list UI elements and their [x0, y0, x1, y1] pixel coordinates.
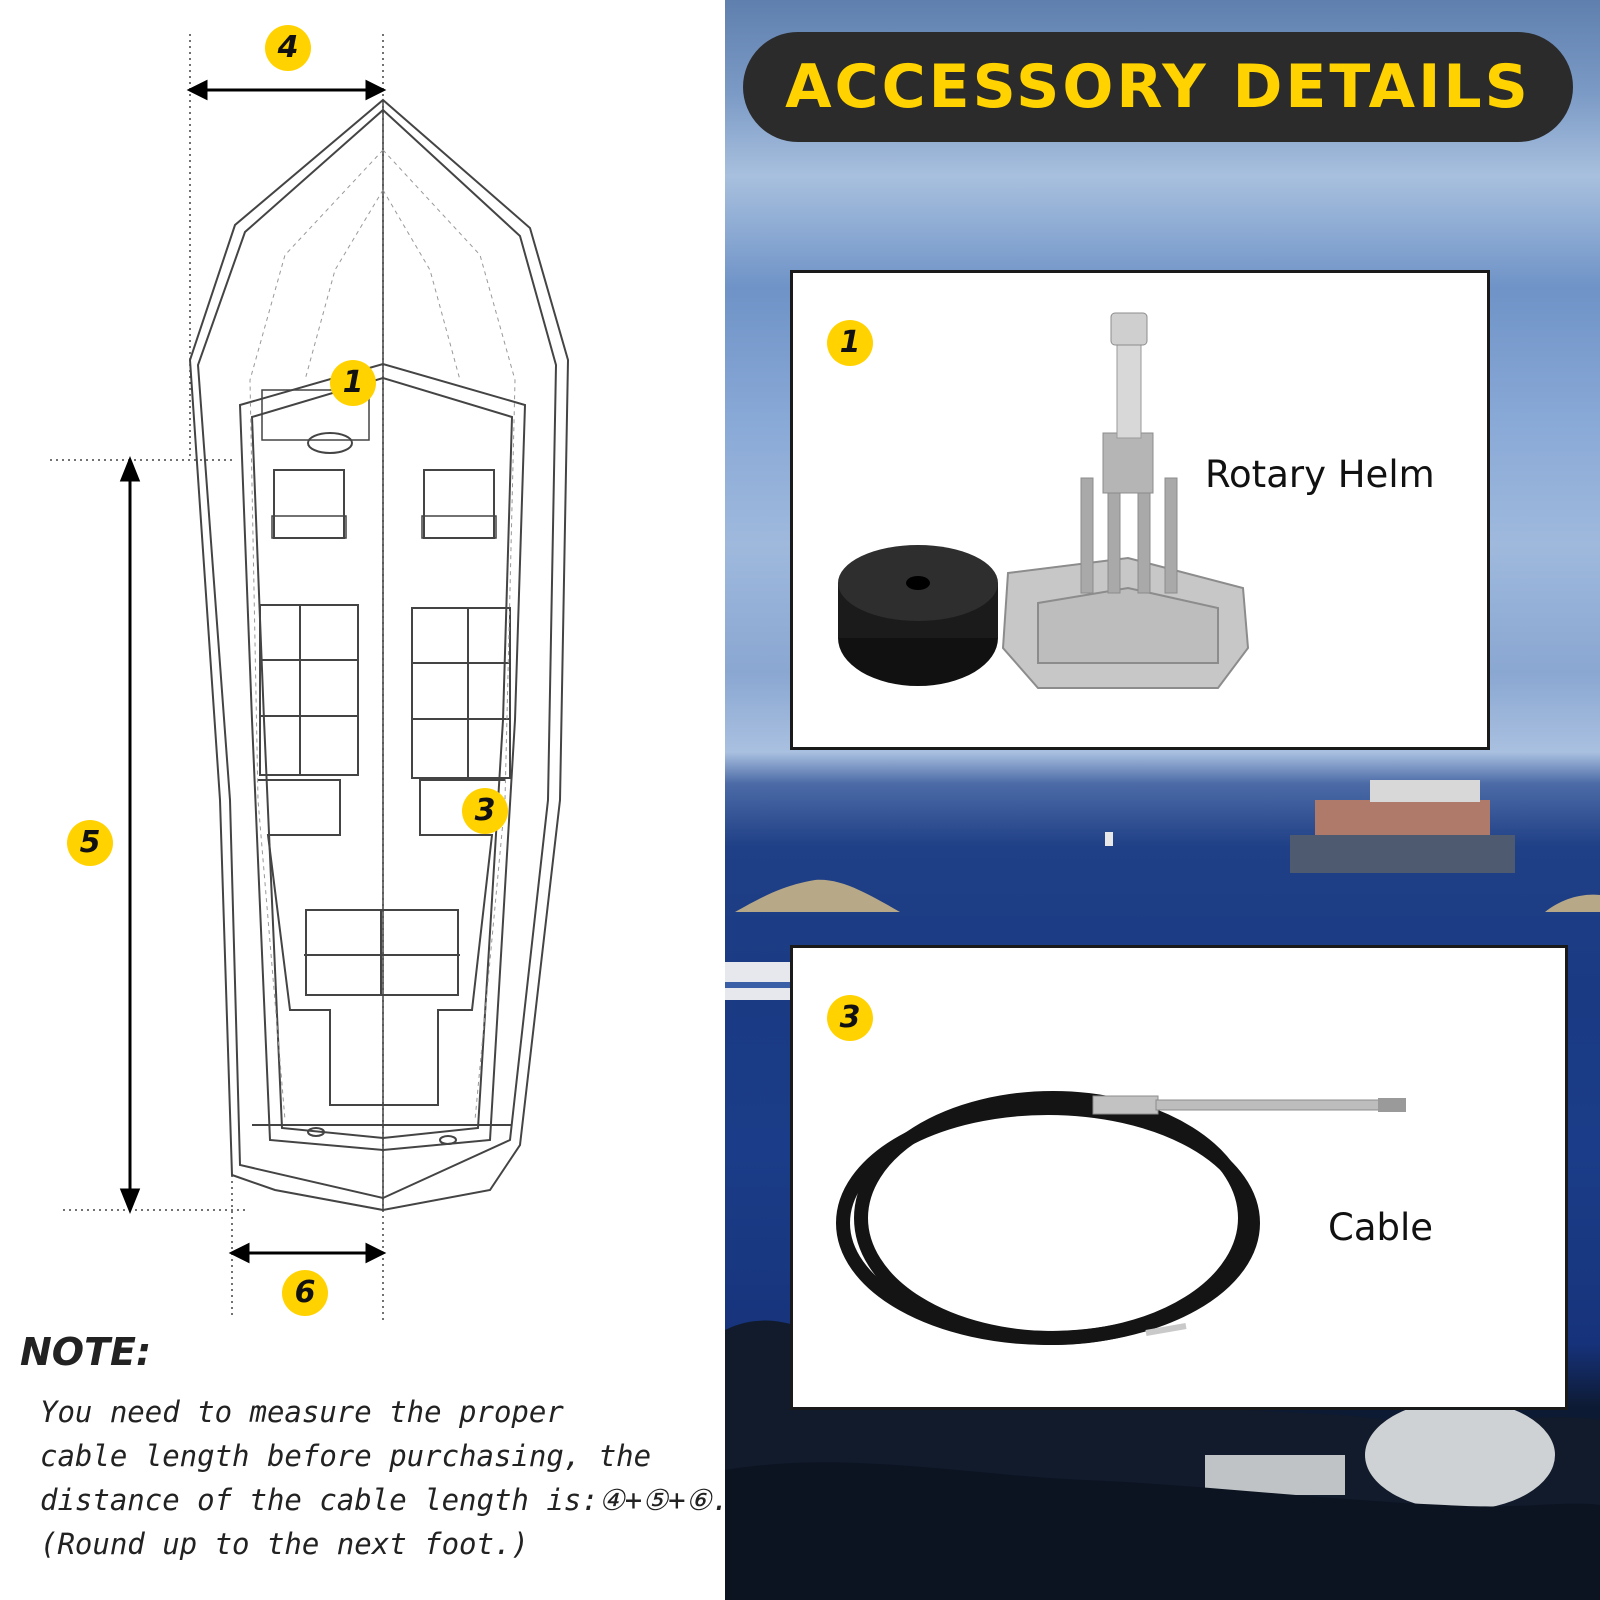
- note-line: cable length before purchasing, the: [40, 1439, 652, 1473]
- page-title: ACCESSORY DETAILS: [743, 32, 1573, 142]
- note-title: NOTE:: [20, 1330, 152, 1374]
- product-card-cable: 3 Cable: [790, 945, 1568, 1410]
- callout-badge-helm: 1: [330, 360, 376, 406]
- callout-badge-stern-width: 6: [282, 1270, 328, 1316]
- note-line: You need to measure the proper: [40, 1395, 564, 1429]
- product-card-rotary-helm: 1 Rotary Helm: [790, 270, 1490, 750]
- product-label-rotary-helm: Rotary Helm: [1205, 453, 1435, 496]
- boat-diagram: [50, 34, 570, 1320]
- product-label-cable: Cable: [1328, 1206, 1434, 1249]
- note-line: distance of the cable length is:④+⑤+⑥.: [40, 1483, 730, 1517]
- sea-scenery: [725, 780, 1600, 1600]
- callout-badge-cable-entry: 3: [462, 788, 508, 834]
- callout-badge-bow-width: 4: [265, 25, 311, 71]
- cargo-ship-silhouette: [1290, 780, 1515, 873]
- boat-diagram-panel: 1 3 4 5 6 NOTE: You need to measure the …: [0, 0, 729, 1600]
- note-line: (Round up to the next foot.): [40, 1527, 529, 1561]
- product-number-badge: 3: [827, 995, 873, 1041]
- steering-cable-illustration: [836, 1091, 1406, 1345]
- rotary-helm-illustration: [838, 312, 1250, 689]
- callout-badge-hull-length: 5: [67, 820, 113, 866]
- product-number-badge: 1: [827, 320, 873, 366]
